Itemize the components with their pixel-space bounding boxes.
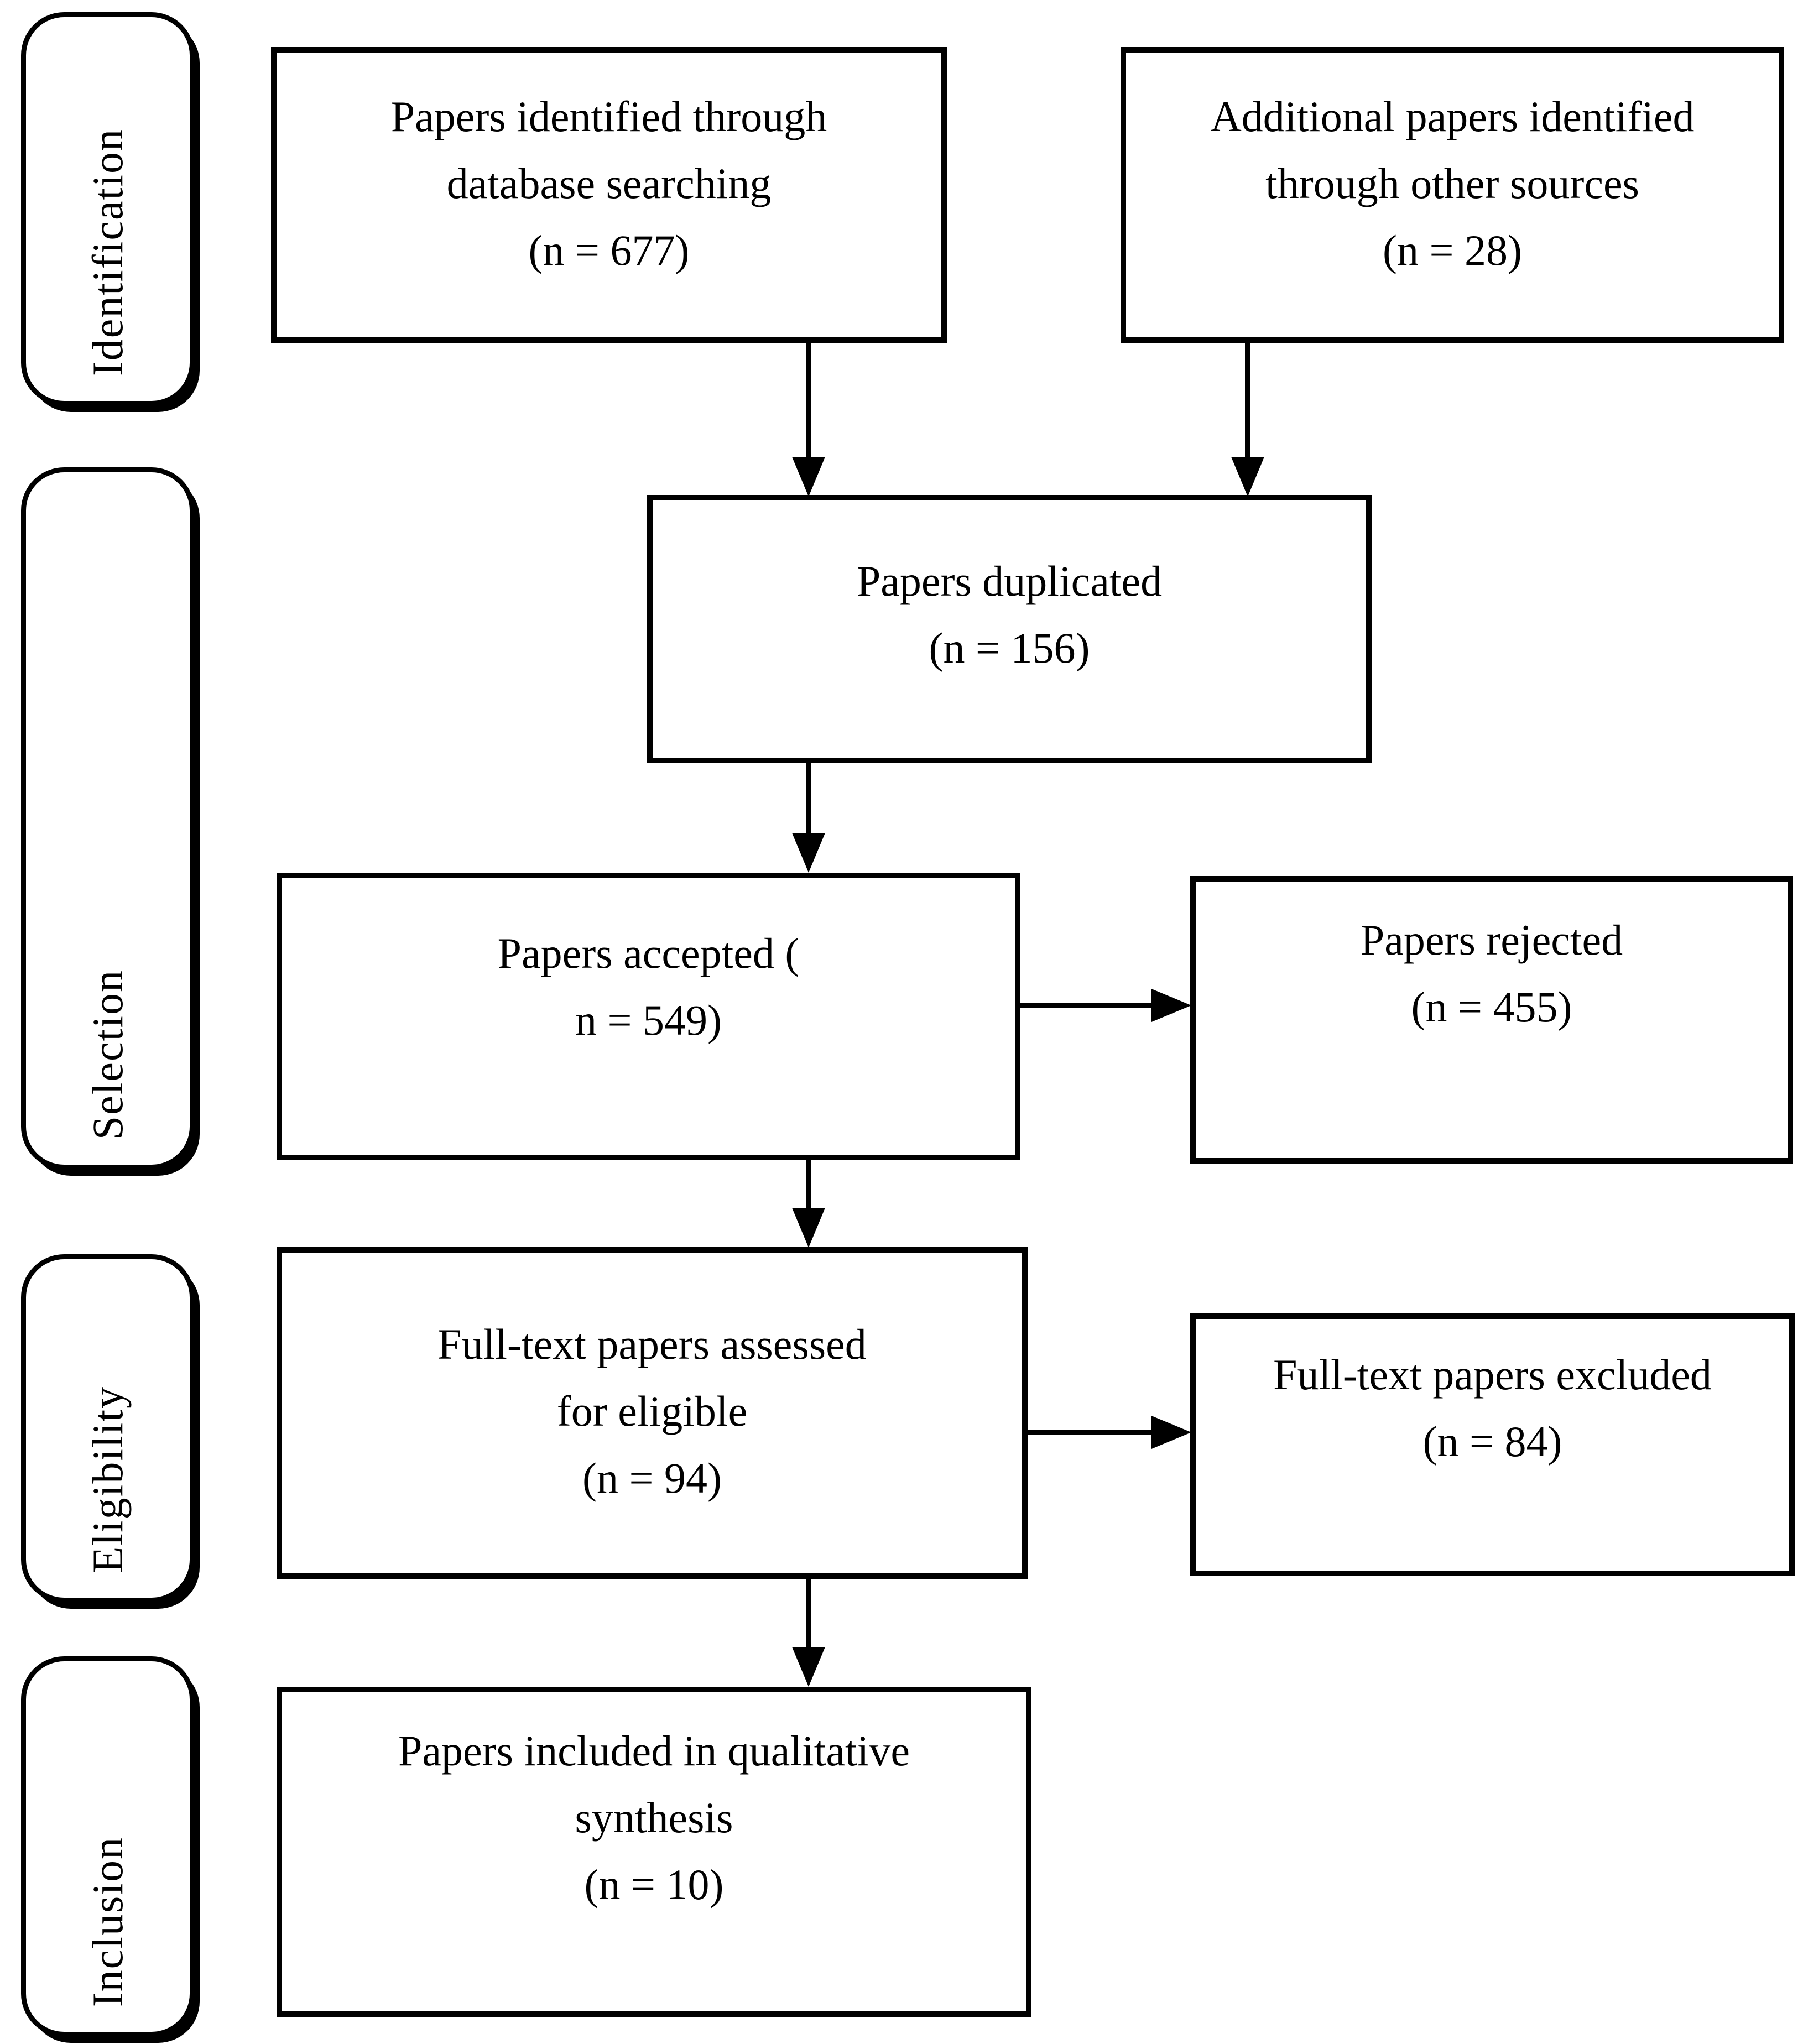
box-text-line: (n = 84) <box>1422 1417 1562 1466</box>
box-papers-duplicated: Papers duplicated (n = 156) <box>647 495 1372 763</box>
stage-label-text: Selection <box>84 969 132 1140</box>
box-text-line: Papers accepted ( <box>497 929 800 977</box>
box-fulltext-excluded: Full-text papers excluded (n = 84) <box>1190 1313 1795 1576</box>
box-text-line: Full-text papers excluded <box>1273 1350 1712 1399</box>
stage-label-text: Inclusion <box>84 1836 132 2007</box>
arrowhead-down-icon <box>792 1647 825 1687</box>
box-papers-included: Papers included in qualitative synthesis… <box>277 1687 1031 2017</box>
box-text-line: for eligible <box>556 1387 748 1435</box>
arrowhead-down-icon <box>1231 457 1264 497</box>
stage-label-text: Eligibility <box>84 1385 132 1573</box>
box-fulltext-assessed: Full-text papers assessed for eligible (… <box>277 1247 1028 1579</box>
box-text-line: (n = 677) <box>528 226 690 274</box>
arrowhead-right-icon <box>1151 989 1191 1022</box>
arrow-line <box>806 1160 811 1210</box>
stage-label-text: Identification <box>84 128 132 376</box>
arrowhead-right-icon <box>1151 1416 1191 1449</box>
arrow-line <box>1245 343 1250 459</box>
stage-label-eligibility: Eligibility <box>21 1254 195 1603</box>
box-text-line: (n = 10) <box>584 1860 724 1909</box>
box-text-line: (n = 156) <box>929 624 1090 672</box>
arrow-line <box>806 763 811 835</box>
box-text-line: (n = 455) <box>1411 983 1572 1031</box>
box-additional-papers: Additional papers identified through oth… <box>1121 47 1784 343</box>
box-text-line: (n = 94) <box>582 1454 722 1502</box>
box-papers-accepted: Papers accepted ( n = 549) <box>277 873 1020 1160</box>
box-text-line: Additional papers identified <box>1210 92 1695 140</box>
box-text-line: n = 549) <box>575 996 722 1044</box>
box-text-line: synthesis <box>575 1793 733 1842</box>
arrow-line <box>806 343 811 459</box>
arrow-line <box>1028 1430 1153 1435</box>
arrowhead-down-icon <box>792 833 825 873</box>
box-text-line: through other sources <box>1265 159 1639 207</box>
arrow-line <box>1020 1003 1153 1008</box>
box-text-line: (n = 28) <box>1383 226 1522 274</box>
box-text-line: Papers rejected <box>1360 916 1623 964</box>
box-text-line: Papers included in qualitative <box>398 1727 910 1775</box>
box-text-line: Full-text papers assessed <box>437 1320 867 1368</box>
box-papers-rejected: Papers rejected (n = 455) <box>1190 876 1793 1164</box>
box-text-line: database searching <box>446 159 772 207</box>
stage-label-identification: Identification <box>21 12 195 406</box>
stage-label-selection: Selection <box>21 467 195 1170</box>
box-papers-identified: Papers identified through database searc… <box>271 47 947 343</box>
box-text-line: Papers identified through <box>390 92 827 140</box>
arrowhead-down-icon <box>792 1208 825 1248</box>
arrow-line <box>806 1579 811 1649</box>
stage-label-inclusion: Inclusion <box>21 1656 195 2037</box>
arrowhead-down-icon <box>792 457 825 497</box>
box-text-line: Papers duplicated <box>856 557 1163 605</box>
